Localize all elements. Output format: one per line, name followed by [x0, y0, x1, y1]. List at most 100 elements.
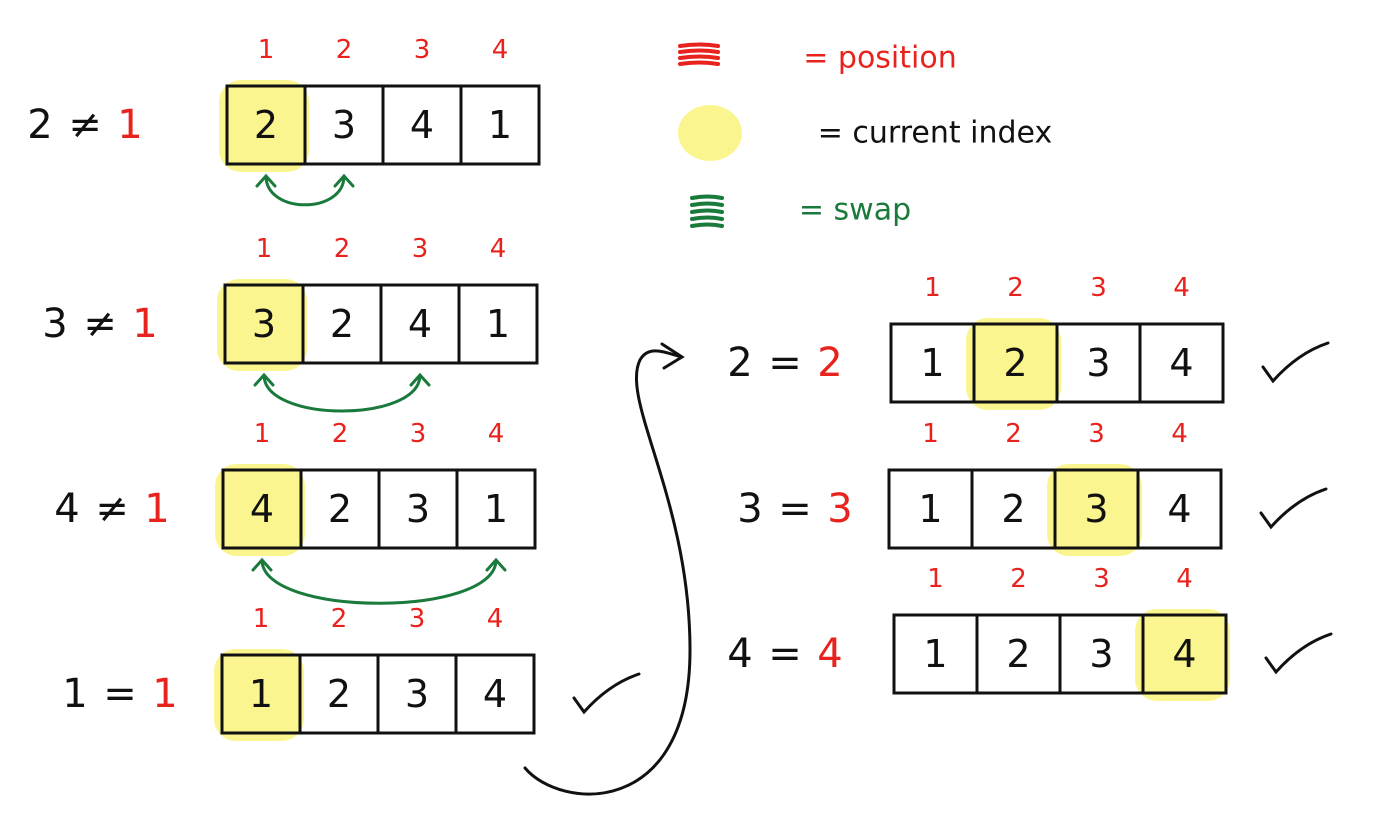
arrow-head-icon: [660, 342, 685, 370]
swap-arrow: [255, 173, 355, 207]
swap-swatch: [690, 194, 724, 228]
cell-value: 4: [410, 103, 434, 147]
cell-value: 3: [406, 487, 430, 531]
position-label: 2: [332, 419, 349, 449]
position-label: 2: [334, 234, 351, 264]
cell-value: 4: [250, 487, 274, 531]
position-label: 4: [488, 419, 505, 449]
comparison-value: 1: [62, 671, 87, 717]
position-label: 4: [492, 35, 509, 65]
array-cell: [1141, 613, 1228, 695]
comparison-target: 3: [827, 486, 852, 532]
cell-value: 3: [332, 103, 356, 147]
cell-value: 2: [1001, 487, 1025, 531]
position-label: 3: [410, 419, 427, 449]
comparison-target: 4: [817, 631, 842, 677]
position-label: 1: [927, 564, 944, 594]
current-index-highlight: [215, 464, 305, 556]
position-swatch: [678, 42, 720, 66]
cell-value: 3: [1089, 632, 1113, 676]
position-label: 3: [1088, 419, 1105, 449]
position-label: 3: [414, 35, 431, 65]
position-label: 2: [331, 604, 348, 634]
cell-value: 1: [488, 103, 512, 147]
cell-value: 1: [249, 672, 273, 716]
comparison: 4≠1: [54, 486, 169, 532]
legend-current-label: = current index: [818, 116, 1053, 151]
cell-value: 2: [330, 302, 354, 346]
cell-value: 1: [920, 341, 944, 385]
position-label: 2: [336, 35, 353, 65]
swap-arrow: [253, 372, 431, 413]
current-index-highlight: [966, 318, 1061, 410]
check-icon: [572, 672, 641, 715]
comparison-value: 4: [727, 631, 752, 677]
comparison-operator: ≠: [83, 301, 117, 347]
current-index-highlight: [1047, 464, 1142, 556]
comparison-operator: =: [768, 340, 802, 386]
legend: = position= current index= swap: [678, 41, 1052, 228]
position-label: 3: [412, 234, 429, 264]
comparison-target: 1: [117, 102, 142, 148]
continuation-arrow: [523, 342, 692, 796]
comparison-value: 2: [27, 102, 52, 148]
array-cell: [1138, 322, 1225, 404]
check-icon: [1259, 487, 1328, 530]
cell-value: 4: [1167, 487, 1191, 531]
array-cell: [457, 283, 539, 365]
position-label: 1: [256, 234, 273, 264]
comparison: 2=2: [727, 340, 842, 386]
position-label: 1: [254, 419, 271, 449]
swap-arrow: [251, 557, 507, 605]
current-index-swatch: [678, 105, 742, 161]
position-label: 1: [253, 604, 270, 634]
cell-value: 3: [1084, 487, 1108, 531]
cell-value: 2: [1006, 632, 1030, 676]
comparison-operator: =: [768, 631, 802, 677]
comparison-operator: ≠: [68, 102, 102, 148]
position-label: 4: [1173, 273, 1190, 303]
comparison: 3=3: [737, 486, 852, 532]
cell-value: 4: [483, 672, 507, 716]
comparison-value: 2: [727, 340, 752, 386]
comparison-operator: ≠: [95, 486, 129, 532]
comparison-value: 3: [42, 301, 67, 347]
comparison: 1=1: [62, 671, 177, 717]
comparison: 4 = 4: [727, 631, 842, 677]
array-row: 4≠1 4 2 3 1 1 2 3 4: [54, 419, 537, 605]
check-icon: [1264, 632, 1333, 675]
cell-value: 4: [408, 302, 432, 346]
cell-value: 4: [1172, 632, 1196, 676]
comparison-operator: =: [103, 671, 137, 717]
cell-value: 1: [918, 487, 942, 531]
position-label: 3: [409, 604, 426, 634]
position-label: 2: [1010, 564, 1027, 594]
array-cell: [455, 468, 537, 550]
cell-value: 2: [327, 672, 351, 716]
cell-value: 1: [484, 487, 508, 531]
position-label: 1: [258, 35, 275, 65]
position-label: 4: [490, 234, 507, 264]
cell-value: 1: [486, 302, 510, 346]
array-cell: [454, 653, 536, 735]
current-index-highlight: [1135, 609, 1230, 701]
position-label: 4: [1176, 564, 1193, 594]
cell-value: 2: [328, 487, 352, 531]
legend-position-label: = position: [803, 41, 957, 76]
position-label: 1: [924, 273, 941, 303]
cell-value: 3: [405, 672, 429, 716]
current-index-highlight: [214, 649, 304, 741]
current-index-highlight: [217, 279, 307, 371]
comparison-target: 1: [132, 301, 157, 347]
current-index-highlight: [219, 80, 309, 172]
comparison: 2 ≠ 1: [27, 102, 142, 148]
array-cell: [1136, 468, 1223, 550]
check-icon: [1261, 341, 1330, 384]
